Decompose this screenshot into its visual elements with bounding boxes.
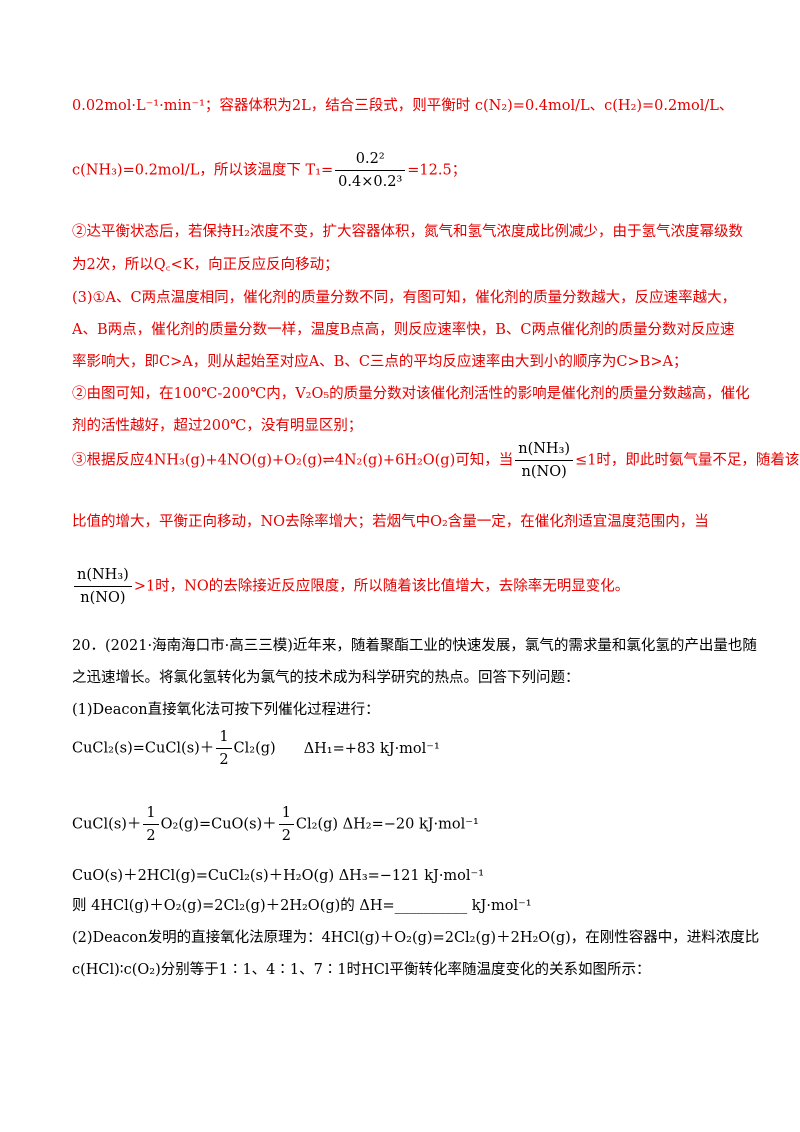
fraction-numerator: 1 — [143, 804, 159, 825]
solution-para-3-line-3: 率影响大，即C>A，则从起始至对应A、B、C三点的平均反应速率由大到小的顺序为C… — [72, 354, 688, 370]
equation-2-middle: O₂(g)=CuO(s)＋ — [160, 816, 277, 833]
question-part-1: (1)Deacon直接氧化法可按下列催化过程进行： — [72, 702, 380, 718]
equilibrium-constant-text: c(NH₃)=0.2mol/L，所以该温度下 T₁= — [72, 162, 334, 179]
solution-para-2-line-1: ②达平衡状态后，若保持H₂浓度不变，扩大容器体积，氮气和氢气浓度成比例减少，由于… — [72, 224, 743, 240]
equilibrium-constant-result: =12.5； — [407, 162, 467, 179]
fraction-numerator: n(NH₃) — [74, 566, 132, 587]
solution-line-2: c(NH₃)=0.2mol/L，所以该温度下 T₁=0.2² 0.4×0.2³=1… — [72, 150, 466, 191]
ratio-fraction-2: n(NH₃) n(NO) — [74, 566, 132, 607]
question-part-2-line-1: (2)Deacon发明的直接氧化法原理为：4HCl(g)＋O₂(g)=2Cl₂(… — [72, 930, 760, 946]
ratio-fraction: n(NH₃) n(NO) — [515, 440, 574, 481]
equation-2-left: CuCl(s)＋ — [72, 816, 142, 833]
fraction-denominator: 2 — [281, 828, 291, 844]
fraction-numerator: 0.2² — [335, 150, 406, 171]
solution-para-4-line-2: 剂的活性越好，超过200℃，没有明显区别； — [72, 418, 363, 434]
fraction-denominator: 2 — [219, 752, 229, 768]
fraction-numerator: 1 — [216, 728, 232, 749]
solution-para-4-line-1: ②由图可知，在100℃-200℃内，V₂O₅的质量分数对该催化剂活性的影响是催化… — [72, 386, 750, 402]
fraction-denominator: 2 — [146, 828, 156, 844]
solution-para-5-line-3: n(NH₃) n(NO) >1时，NO的去除接近反应限度，所以随着该比值增大，去除率… — [72, 566, 629, 607]
solution-para-5-line-2: 比值的增大，平衡正向移动，NO去除率增大；若烟气中O₂含量一定，在催化剂适宜温度… — [72, 514, 709, 530]
removal-rate-conclusion: >1时，NO的去除接近反应限度，所以随着该比值增大，去除率无明显变化。 — [133, 578, 630, 595]
equation-4-question: 则 4HCl(g)＋O₂(g)=2Cl₂(g)＋2H₂O(g)的 ΔH=____… — [72, 898, 532, 914]
equation-2-right: Cl₂(g) ΔH₂=−20 kJ·mol⁻¹ — [295, 816, 479, 833]
solution-para-3-line-2: A、B两点，催化剂的质量分数一样，温度B点高，则反应速率快，B、C两点催化剂的质… — [72, 322, 735, 338]
question-part-2-line-2: c(HCl)∶c(O₂)分别等于1∶1、4∶1、7∶1时HCl平衡转化率随温度变… — [72, 962, 651, 978]
solution-para-2-line-2: 为2次，所以Q꜀<K，向正反应反向移动； — [72, 257, 339, 273]
fraction-denominator: n(NO) — [80, 590, 126, 606]
equilibrium-constant-fraction: 0.2² 0.4×0.2³ — [335, 150, 406, 191]
equation-1-left: CuCl₂(s)=CuCl(s)＋ — [72, 740, 215, 757]
question-20-line-2: 之迅速增长。将氯化氢转化为氯气的技术成为科学研究的热点。回答下列问题： — [72, 670, 580, 686]
fraction-numerator: n(NH₃) — [515, 440, 574, 461]
solution-line-1: 0.02mol·L⁻¹·min⁻¹；容器体积为2L，结合三段式，则平衡时 c(N… — [72, 98, 734, 114]
fraction-numerator: 1 — [278, 804, 294, 825]
solution-para-5-line-1: ③根据反应4NH₃(g)+4NO(g)+O₂(g)⇌4N₂(g)+6H₂O(g)… — [72, 440, 799, 481]
solution-para-3-line-1: (3)①A、C两点温度相同，催化剂的质量分数不同，有图可知，催化剂的质量分数越大… — [72, 290, 737, 306]
equation-1-right: Cl₂(g) — [233, 740, 276, 757]
question-20-line-1: 20．(2021·海南海口市·高三三模)近年来，随着聚酯工业的快速发展，氯气的需… — [72, 638, 757, 654]
fraction-denominator: 0.4×0.2³ — [338, 174, 403, 190]
reaction-condition-text: ③根据反应4NH₃(g)+4NO(g)+O₂(g)⇌4N₂(g)+6H₂O(g)… — [72, 452, 514, 469]
reaction-condition-result: ≤1时，即此时氨气量不足，随着该 — [575, 452, 800, 469]
equation-3: CuO(s)＋2HCl(g)=CuCl₂(s)＋H₂O(g) ΔH₃=−121 … — [72, 868, 485, 884]
enthalpy-1: ΔH₁=+83 kJ·mol⁻¹ — [303, 740, 440, 757]
fraction-denominator: n(NO) — [521, 464, 567, 480]
